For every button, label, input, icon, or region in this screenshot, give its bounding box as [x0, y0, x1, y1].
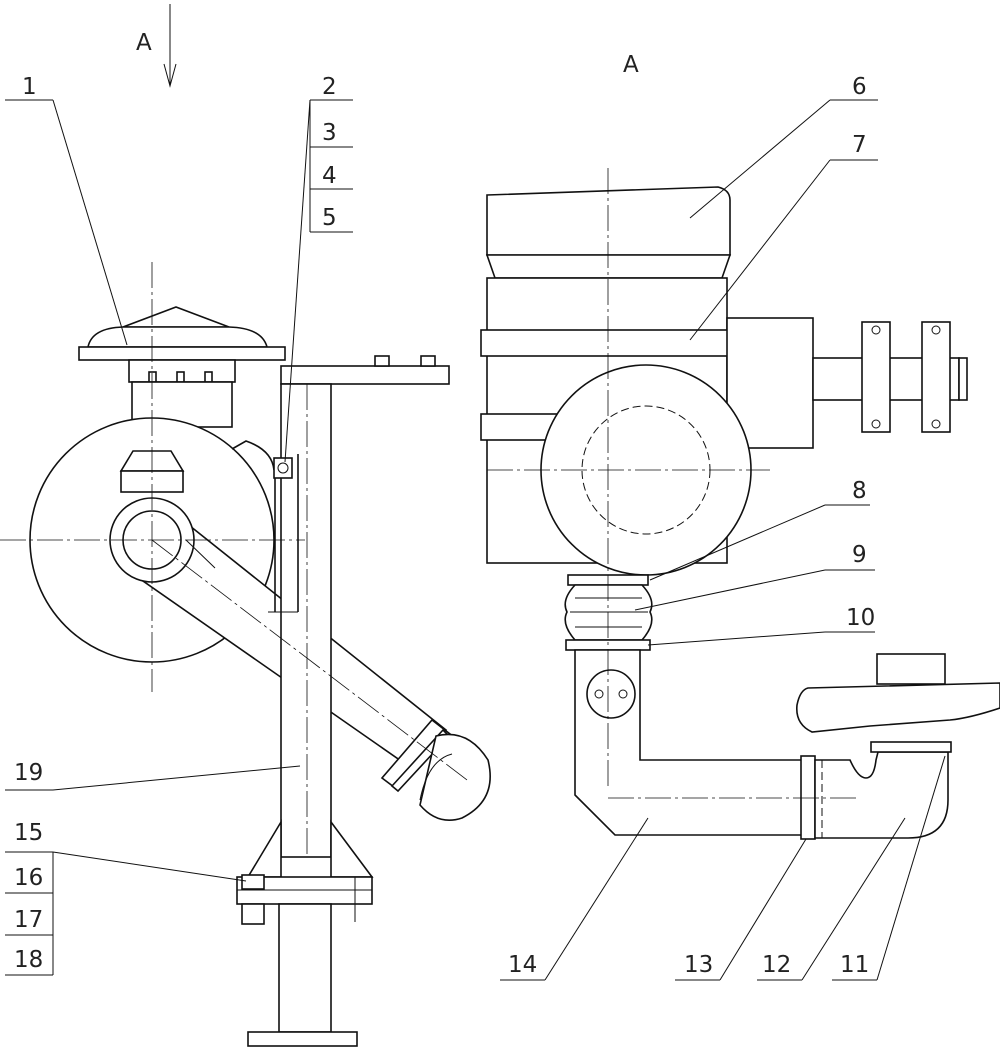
clamp-plate-1	[861, 321, 891, 433]
engine-stub	[876, 653, 946, 685]
callout-12: 12	[762, 952, 791, 978]
bracket-end	[958, 357, 968, 401]
arrow-label-a: A	[136, 30, 152, 56]
clamp-hole-1a	[871, 325, 881, 335]
callout-numbers: 1 2 3 4 5 6 7 8 9 10 11 12 13 14 15 16 1…	[14, 74, 875, 978]
clamp-hole-2b	[931, 419, 941, 429]
callout-2: 2	[322, 74, 337, 100]
callout-10: 10	[846, 605, 875, 631]
callout-15: 15	[14, 820, 43, 846]
view-label-a: A	[623, 52, 639, 78]
flange-11	[870, 741, 952, 753]
callout-19: 19	[14, 760, 43, 786]
callout-14: 14	[508, 952, 537, 978]
clamp-hole-2a	[931, 325, 941, 335]
sensor-dot-1	[594, 689, 604, 699]
callout-3: 3	[322, 120, 337, 146]
callout-16: 16	[14, 865, 43, 891]
callout-4: 4	[322, 163, 337, 189]
sensor-dot-2	[618, 689, 628, 699]
centerline-pipe	[151, 539, 468, 781]
filter-top-cap	[486, 186, 731, 256]
strap-upper	[480, 329, 738, 357]
callout-17: 17	[14, 907, 43, 933]
callout-8: 8	[852, 478, 867, 504]
callout-11: 11	[840, 952, 869, 978]
right-view: A	[480, 52, 1000, 840]
callout-7: 7	[852, 132, 867, 158]
callout-5: 5	[322, 205, 337, 231]
clamp-hole-1b	[871, 419, 881, 429]
support-column	[236, 355, 450, 1047]
coupling-13	[800, 755, 816, 840]
callout-6: 6	[852, 74, 867, 100]
elbow-12	[814, 751, 949, 839]
callout-9: 9	[852, 542, 867, 568]
left-view: A	[0, 4, 491, 1047]
callout-1: 1	[22, 74, 37, 100]
clamp-plate-2	[921, 321, 951, 433]
callout-13: 13	[684, 952, 713, 978]
cap-flare	[485, 254, 732, 279]
view-arrow-a: A	[136, 4, 177, 88]
callout-18: 18	[14, 947, 43, 973]
sensor-port	[586, 669, 636, 719]
callout-leaders	[5, 99, 946, 981]
rain-cap	[78, 306, 286, 383]
engine-duct	[795, 682, 1000, 733]
